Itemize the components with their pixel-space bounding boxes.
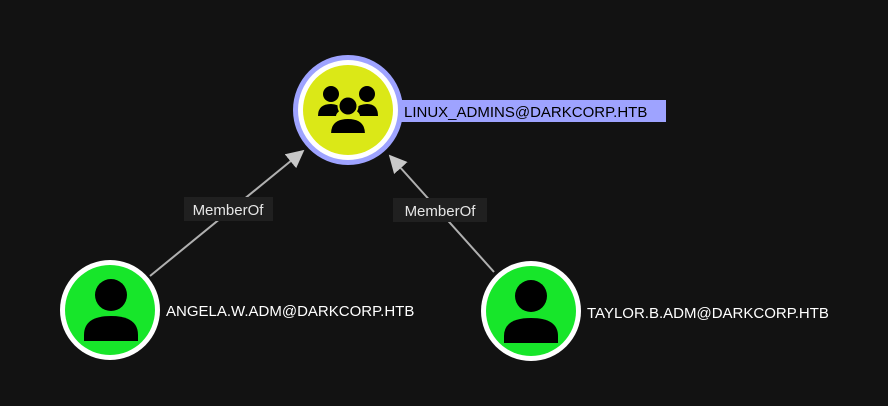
edge-label: MemberOf	[193, 202, 265, 219]
edge-label-box	[393, 198, 487, 222]
edge-taylor-memberof[interactable]: MemberOf	[388, 154, 495, 273]
node-label: LINUX_ADMINS@DARKCORP.HTB	[404, 104, 647, 121]
node-label: TAYLOR.B.ADM@DARKCORP.HTB	[587, 305, 829, 322]
node-label: ANGELA.W.ADM@DARKCORP.HTB	[166, 303, 414, 320]
node-angela[interactable]: ANGELA.W.ADM@DARKCORP.HTB	[60, 260, 414, 360]
user-icon	[504, 280, 558, 343]
edge-angela-memberof[interactable]: MemberOf	[149, 149, 305, 277]
node-label-highlight	[401, 100, 666, 122]
edge-label-box	[184, 197, 273, 221]
node-linux-admins[interactable]: LINUX_ADMINS@DARKCORP.HTB	[293, 55, 666, 165]
user-icon	[84, 279, 138, 341]
edge-label: MemberOf	[405, 203, 477, 220]
users-group-icon	[318, 86, 378, 135]
node-taylor[interactable]: TAYLOR.B.ADM@DARKCORP.HTB	[481, 261, 829, 361]
